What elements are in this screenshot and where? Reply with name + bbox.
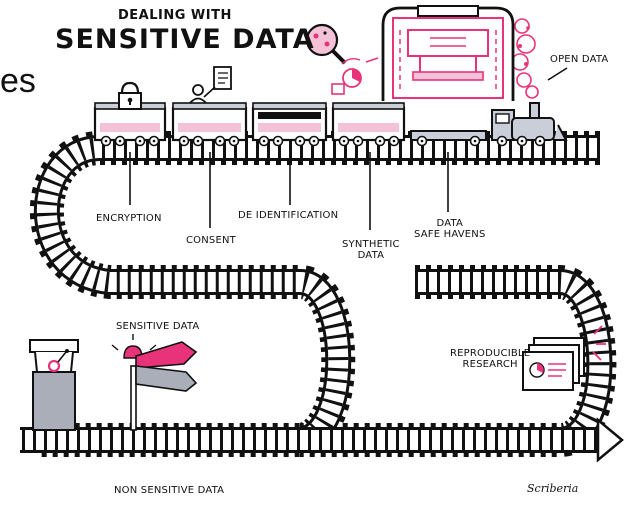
direction-signpost bbox=[111, 334, 198, 431]
magnifier-icon bbox=[305, 23, 347, 65]
railway-track bbox=[20, 131, 624, 463]
carriage-de-identification bbox=[251, 102, 328, 147]
sorting-terminal bbox=[29, 339, 79, 431]
carriage-synthetic-data bbox=[331, 102, 406, 147]
label-connectors bbox=[129, 152, 449, 230]
label-de-identification: DE IDENTIFICATION bbox=[238, 210, 339, 221]
scattered-chart-icons bbox=[331, 57, 379, 95]
carriage-encryption bbox=[93, 81, 167, 147]
label-consent: CONSENT bbox=[186, 235, 236, 246]
person-signing-icon bbox=[189, 66, 232, 104]
title-line-2: SENSITIVE DATA bbox=[55, 24, 315, 55]
data-train bbox=[93, 66, 568, 147]
label-synthetic-data: SYNTHETIC DATA bbox=[342, 239, 400, 261]
label-safe-havens-line-1: DATA bbox=[436, 218, 464, 229]
label-reproducible-line-2: RESEARCH bbox=[462, 359, 518, 370]
label-encryption: ENCRYPTION bbox=[96, 213, 162, 224]
flatbed-safe-havens bbox=[410, 130, 487, 147]
carriage-consent bbox=[171, 66, 248, 147]
label-open-data: OPEN DATA bbox=[550, 54, 609, 65]
label-non-sensitive-data: NON SENSITIVE DATA bbox=[114, 485, 225, 496]
label-sensitive-data: SENSITIVE DATA bbox=[116, 321, 200, 332]
cropped-text-fragment: es bbox=[0, 62, 36, 100]
label-reproducible-line-1: REPRODUCIBLE bbox=[450, 348, 531, 359]
title-line-1: DEALING WITH bbox=[118, 8, 232, 23]
label-synthetic-line-1: SYNTHETIC bbox=[342, 239, 400, 250]
label-data-safe-havens: DATA SAFE HAVENS bbox=[414, 218, 486, 240]
data-tunnel-machine bbox=[381, 5, 515, 101]
padlock-icon bbox=[118, 81, 142, 110]
smoke-puffs bbox=[511, 18, 568, 99]
label-synthetic-line-2: DATA bbox=[357, 250, 385, 261]
locomotive bbox=[491, 102, 568, 147]
label-reproducible-research: REPRODUCIBLE RESEARCH bbox=[450, 348, 530, 370]
label-safe-havens-line-2: SAFE HAVENS bbox=[414, 229, 486, 240]
report-documents-icon bbox=[522, 325, 606, 391]
artist-signature: Scriberia bbox=[527, 482, 579, 495]
